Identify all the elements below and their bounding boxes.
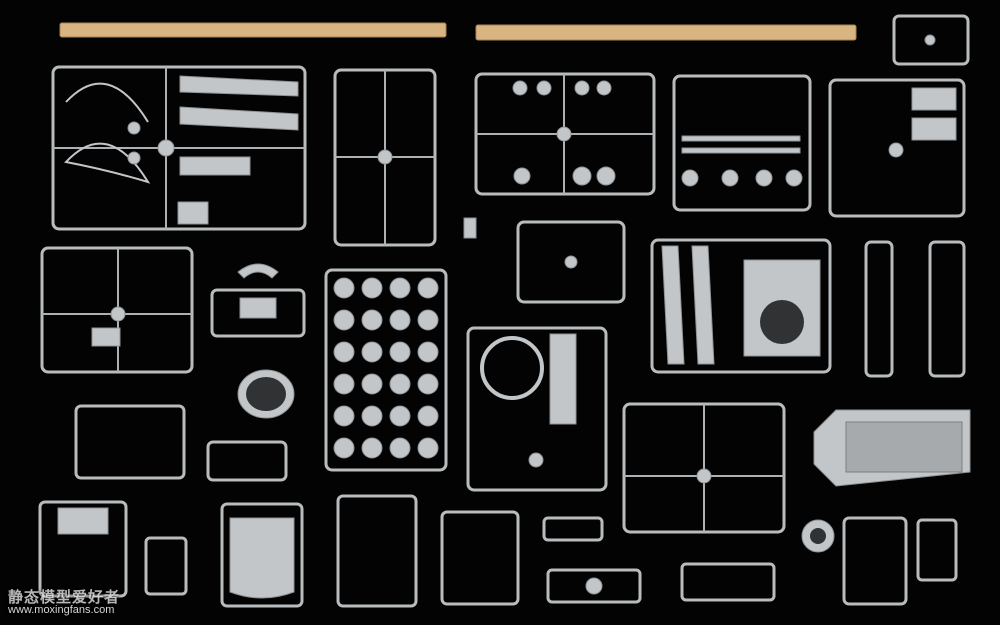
sprue-q — [144, 536, 188, 596]
track-run-left — [59, 22, 447, 38]
sprue-p — [38, 500, 128, 598]
road-wheel-part — [333, 437, 355, 459]
road-wheel-part — [333, 277, 355, 299]
road-wheel-part — [417, 405, 439, 427]
hull-top-sprue — [650, 238, 832, 374]
road-wheel-part — [333, 341, 355, 363]
turret-ring — [237, 369, 295, 419]
sprue-m — [622, 402, 786, 534]
road-wheel-part — [389, 277, 411, 299]
road-wheel-part — [333, 309, 355, 331]
turret-top-sprue — [220, 502, 304, 608]
road-wheel-part — [417, 309, 439, 331]
watermark-url: www.moxingfans.com — [8, 604, 115, 617]
sprue-f — [892, 14, 970, 66]
road-wheel-part — [361, 437, 383, 459]
lower-hull-tub — [813, 409, 971, 487]
small-part — [463, 217, 477, 239]
sprue-x — [916, 518, 958, 582]
sprue-c — [474, 72, 656, 196]
road-wheel-part — [389, 341, 411, 363]
watermark: 静态模型爱好者 www.moxingfans.com — [8, 588, 121, 617]
sprue-l — [466, 326, 608, 492]
road-wheel-part — [361, 309, 383, 331]
sprue-u — [546, 568, 642, 604]
road-wheel-part — [417, 437, 439, 459]
sprue-o — [206, 440, 288, 482]
road-wheel-sprue — [324, 268, 448, 472]
road-wheel-part — [333, 373, 355, 395]
road-wheel-part — [333, 405, 355, 427]
road-wheel-part — [389, 309, 411, 331]
sprue-j — [864, 240, 894, 378]
road-wheel-part — [361, 341, 383, 363]
road-wheel-part — [361, 277, 383, 299]
sprue-e — [828, 78, 966, 218]
road-wheel-part — [361, 373, 383, 395]
sprue-k — [928, 240, 966, 378]
sprue-h — [210, 263, 306, 338]
sprue-t — [542, 516, 604, 542]
road-wheel-part — [389, 405, 411, 427]
sprue-r — [336, 494, 418, 608]
road-wheel-part — [417, 341, 439, 363]
sprue-d — [672, 74, 812, 212]
sprue-g — [40, 246, 194, 374]
sprue-w — [842, 516, 908, 606]
road-wheel-part — [417, 373, 439, 395]
sprue-s — [440, 510, 520, 606]
road-wheel-part — [361, 405, 383, 427]
track-run-right — [475, 24, 857, 41]
road-wheel-part — [417, 277, 439, 299]
road-wheel-part — [389, 437, 411, 459]
sprue-b — [333, 68, 437, 247]
sprue-n — [74, 404, 186, 480]
sprue-v — [680, 562, 776, 602]
sprue-a — [51, 65, 307, 231]
small-ring-part — [801, 519, 835, 553]
sprue-i — [516, 220, 626, 304]
watermark-chinese: 静态模型爱好者 — [8, 588, 121, 606]
road-wheel-part — [389, 373, 411, 395]
